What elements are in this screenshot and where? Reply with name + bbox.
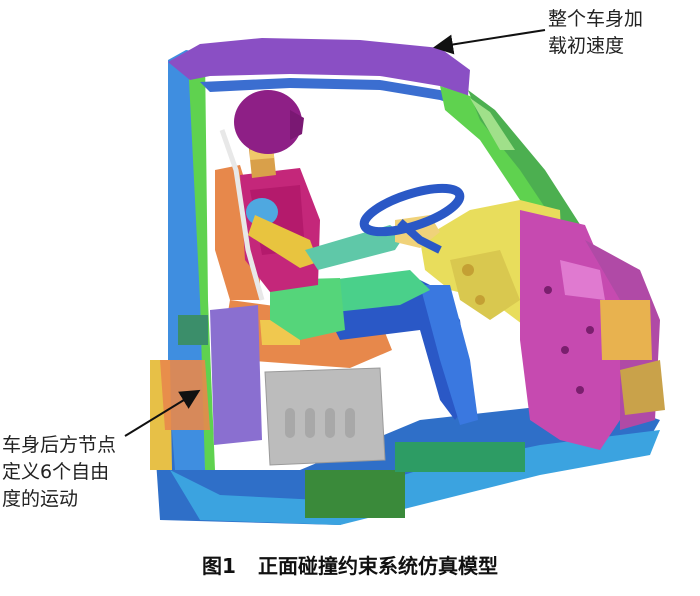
steering-wheel [359,183,465,254]
annotation-initial-velocity: 整个车身加 载初速度 [548,8,644,57]
figure-caption: 图1 正面碰撞约束系统仿真模型 [0,550,700,579]
constraint-arrow [124,389,201,437]
annotation-rear-node-dof: 车身后方节点 定义6个自由 度的运动 [2,434,117,510]
rear-pillar [150,50,215,470]
crash-simulation-model [124,29,665,525]
crash-dummy [234,90,478,425]
seat-belt [219,129,265,301]
floor-rail [395,442,525,472]
caption-number: 图1 [202,554,236,578]
sill-plate [305,470,405,518]
caption-title: 正面碰撞约束系统仿真模型 [257,554,498,578]
roof-panel [168,38,470,96]
front-structure [520,210,665,450]
figure-image: 整个车身加 载初速度 车身后方节点 定义6个自由 度的运动 [2,8,665,525]
velocity-arrow [433,29,546,55]
rear-bracket [210,305,262,445]
roof-rail [200,78,470,110]
rear-mount [178,315,208,345]
seat-base-grille [285,408,355,438]
